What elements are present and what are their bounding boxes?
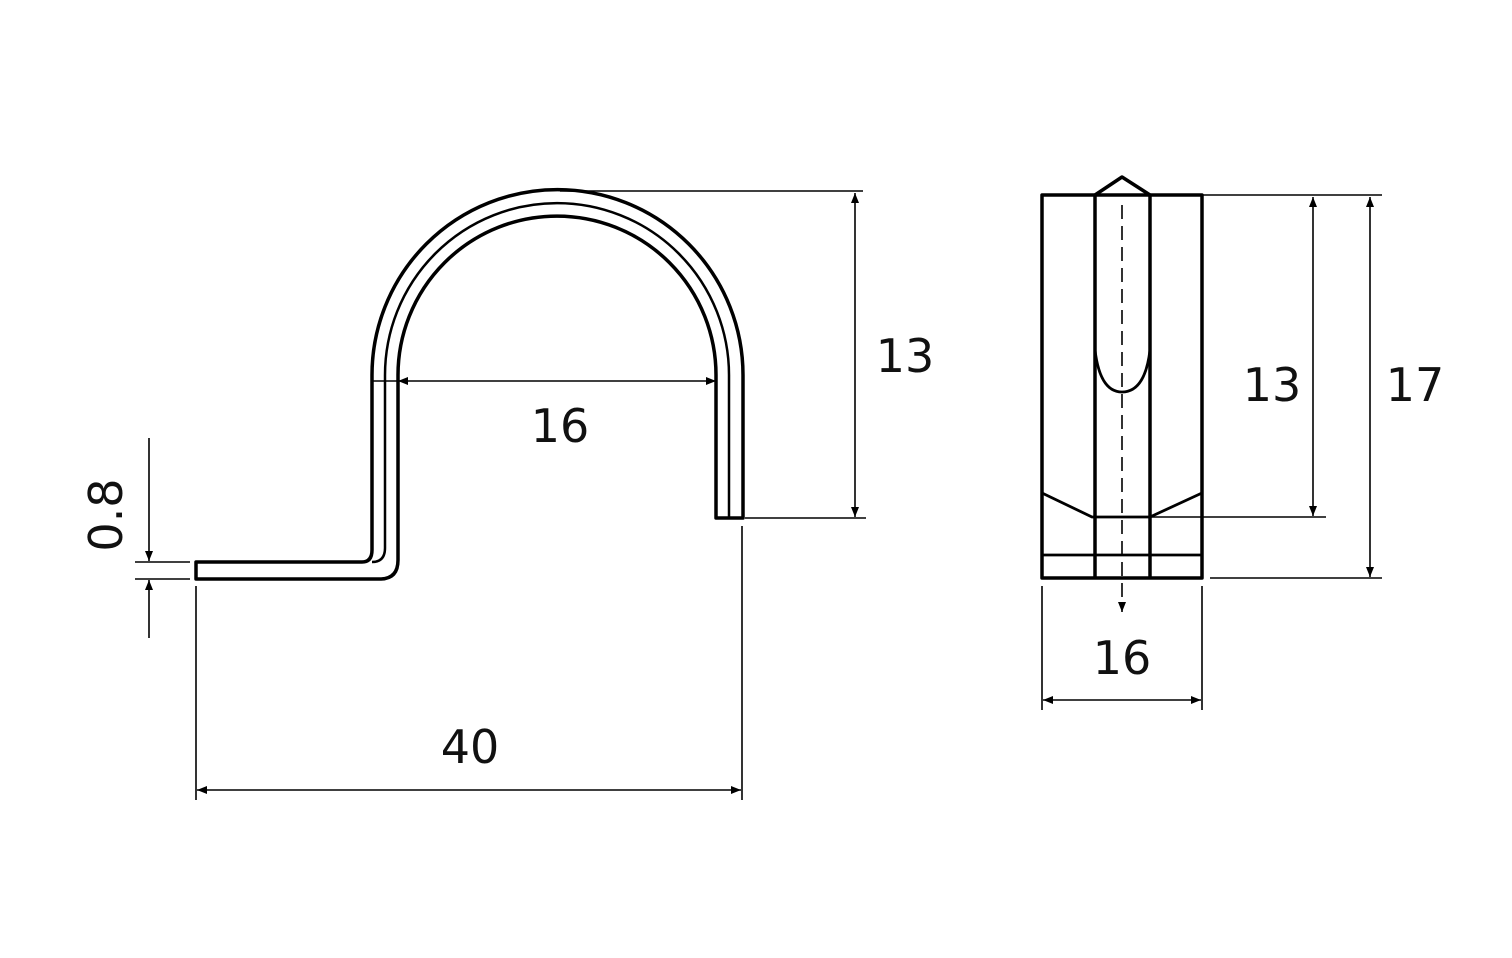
front-view: 13 17 16 — [1040, 175, 1445, 710]
dim-label-width: 16 — [1093, 631, 1152, 685]
nail-head-tip — [1094, 175, 1151, 197]
dim-label-thickness: 0.8 — [79, 478, 133, 551]
nail-curve — [1093, 349, 1152, 394]
clip-middle-line — [371, 201, 731, 564]
clip-outer-profile — [194, 187, 745, 581]
dim-label-height: 13 — [876, 329, 935, 383]
dim-label-length: 40 — [441, 720, 500, 774]
dim-label-inner-width: 16 — [531, 399, 590, 453]
dim-label-height-total: 17 — [1386, 358, 1445, 412]
dim-label-height-inner: 13 — [1243, 358, 1302, 412]
clip-front-outline — [1040, 193, 1204, 580]
clip-chevron — [1041, 491, 1203, 519]
side-view: 16 13 40 0.8 — [79, 187, 935, 800]
